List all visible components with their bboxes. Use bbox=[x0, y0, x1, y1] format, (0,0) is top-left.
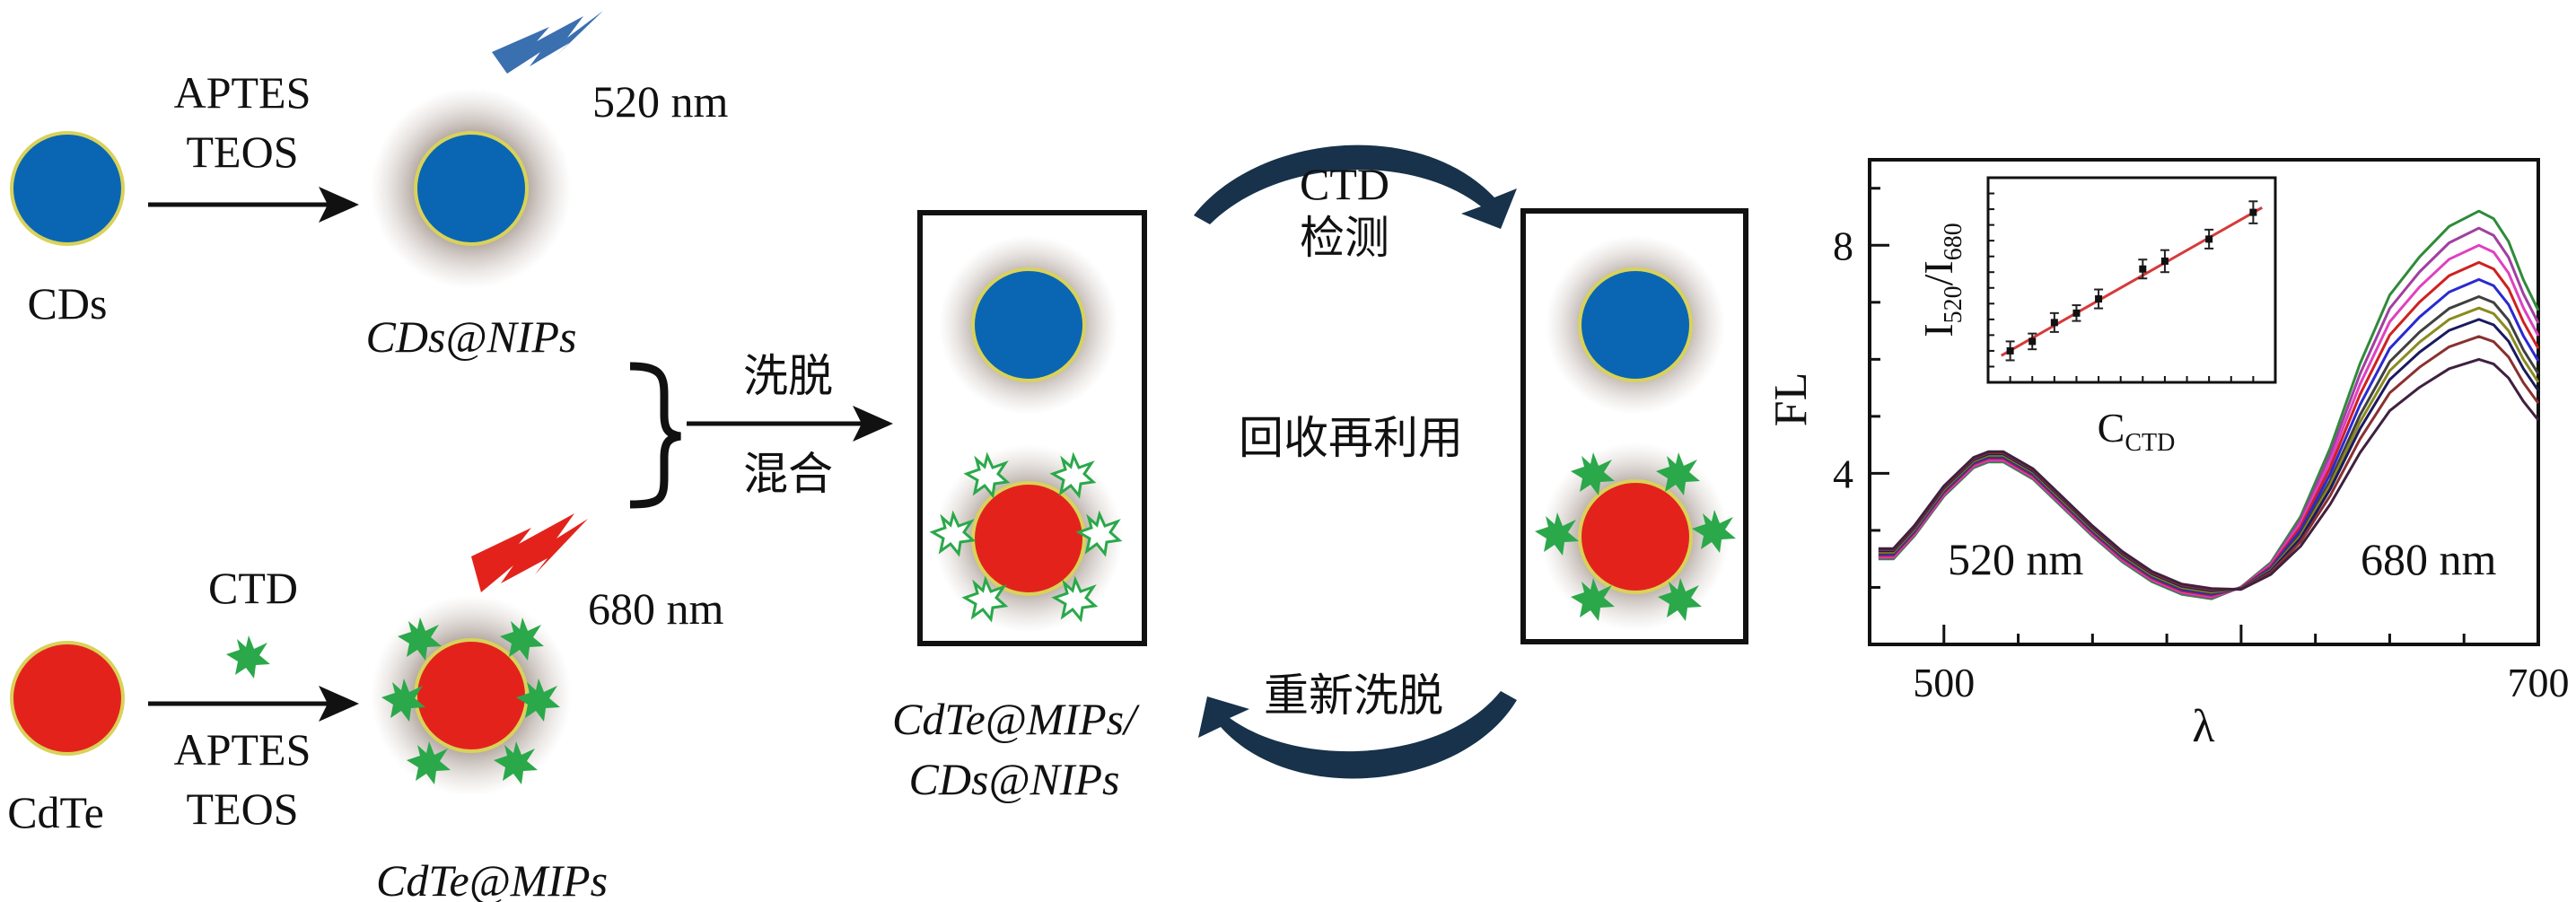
inset-point bbox=[2028, 337, 2037, 346]
cds-nips-core bbox=[414, 131, 529, 246]
x-axis-title: λ bbox=[2192, 701, 2214, 752]
lightning-icon-blue bbox=[492, 11, 603, 74]
peak-520-annotation: 520 nm bbox=[1948, 534, 2084, 584]
cdte-mips-core bbox=[414, 638, 529, 753]
inset-frame bbox=[1986, 176, 2277, 384]
inset-point bbox=[2095, 295, 2103, 303]
cds-label: CDs bbox=[28, 278, 108, 328]
curved-arrow-icon-re-elution bbox=[1198, 691, 1517, 779]
lightning-icon-red bbox=[471, 513, 588, 592]
cdte-particle bbox=[10, 641, 125, 756]
inset-x-label: CCTD bbox=[2098, 405, 2176, 457]
aptes-top-label: APTES bbox=[174, 67, 311, 118]
mixture-cds-core bbox=[971, 267, 1086, 382]
peak-680-annotation: 680 nm bbox=[2361, 534, 2497, 584]
curved-arrow-icon-detect bbox=[1194, 144, 1517, 229]
detected-cdte-core bbox=[1578, 479, 1693, 594]
inset-y-slash: /I bbox=[1915, 260, 1961, 285]
cdte-mips-label: CdTe@MIPs bbox=[376, 855, 608, 902]
teos-bottom-label: TEOS bbox=[187, 784, 299, 834]
mixture-label-line1: CdTe@MIPs/ bbox=[892, 694, 1140, 744]
inset-point bbox=[2139, 265, 2147, 273]
inset-point bbox=[2249, 208, 2257, 216]
inset-fit-line bbox=[2001, 206, 2263, 357]
x-tick-label: 700 bbox=[2508, 660, 2570, 705]
detected-cds-core bbox=[1578, 267, 1693, 382]
cds-nips-label: CDs@NIPs bbox=[366, 311, 577, 362]
cdte-label: CdTe bbox=[7, 787, 104, 837]
inset-point bbox=[2205, 235, 2213, 243]
ctd-molecule-icon bbox=[226, 635, 270, 679]
inset-y-520: 520 bbox=[1940, 285, 1967, 323]
inset-point bbox=[2050, 319, 2058, 327]
spectrum-line bbox=[1878, 357, 2540, 591]
y-ticks: 48 bbox=[1833, 187, 1889, 589]
x-ticks: 500 700 bbox=[1913, 625, 2570, 705]
mixture-cdte-core bbox=[971, 481, 1086, 596]
y-tick-label: 8 bbox=[1833, 223, 1853, 268]
detection-label: 检测 bbox=[1300, 213, 1389, 263]
x-tick-label: 500 bbox=[1913, 660, 1975, 705]
detection-ctd-label: CTD bbox=[1300, 159, 1389, 209]
teos-top-label: TEOS bbox=[187, 127, 299, 177]
elution-label: 洗脱 bbox=[743, 351, 833, 401]
aptes-bottom-label: APTES bbox=[174, 724, 311, 775]
mixture-label-line2: CDs@NIPs bbox=[909, 754, 1120, 804]
y-tick-label: 4 bbox=[1833, 451, 1853, 496]
inset-y-label: I520/I680 bbox=[1915, 223, 1967, 337]
spectrum-curves bbox=[1878, 209, 2540, 600]
y-axis-title: FL bbox=[1766, 372, 1817, 427]
inset-point bbox=[2006, 346, 2014, 355]
inset-plot bbox=[1988, 192, 2263, 382]
merge-brace bbox=[629, 362, 681, 509]
recycle-label: 回收再利用 bbox=[1239, 413, 1463, 463]
inset-point bbox=[2160, 257, 2169, 265]
emission-520-label: 520 nm bbox=[592, 76, 729, 127]
mixing-label: 混合 bbox=[743, 449, 833, 499]
re-elution-label: 重新洗脱 bbox=[1264, 670, 1443, 721]
inset-y-i: I bbox=[1915, 323, 1961, 337]
emission-680-label: 680 nm bbox=[588, 583, 724, 634]
inset-y-680: 680 bbox=[1940, 223, 1967, 260]
ctd-reagent-label: CTD bbox=[208, 563, 298, 613]
inset-x-c: C bbox=[2098, 405, 2125, 451]
inset-x-sub: CTD bbox=[2125, 429, 2175, 457]
cds-particle bbox=[10, 131, 125, 246]
inset-point bbox=[2072, 309, 2081, 317]
